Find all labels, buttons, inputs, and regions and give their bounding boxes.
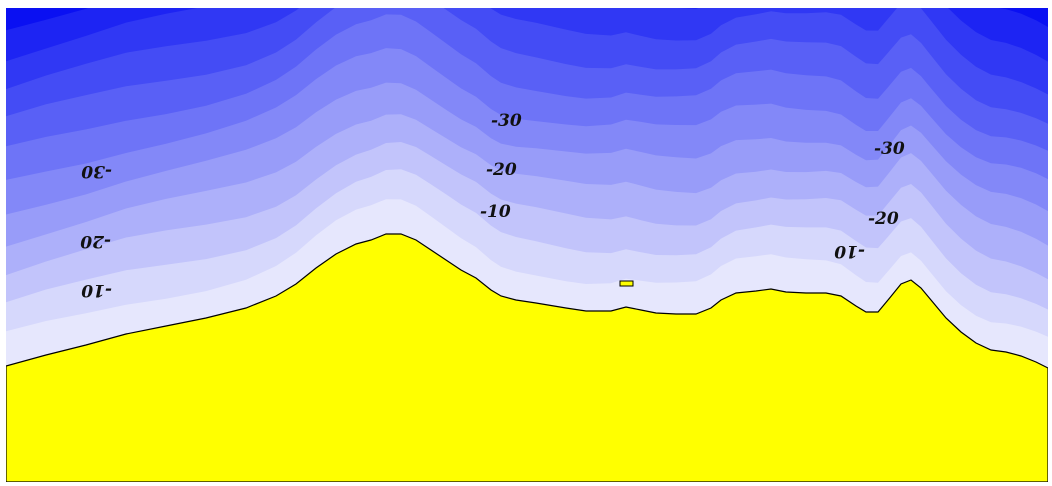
small-islet — [619, 280, 634, 287]
land-mass — [6, 233, 1048, 482]
map-canvas: -30 -20 -10 -30 -20 -10 -30 -20 -10 — [6, 8, 1048, 482]
contour-label-center-10: -10 — [480, 202, 511, 222]
contour-label-left-30: -30 — [81, 161, 112, 181]
contour-label-right-20: -20 — [868, 209, 899, 229]
contour-label-right-10: -10 — [834, 241, 865, 261]
contour-label-left-20: -20 — [80, 231, 111, 251]
contour-label-center-30: -30 — [491, 111, 522, 131]
contour-label-center-20: -20 — [486, 160, 517, 180]
contour-label-left-10: -10 — [81, 280, 112, 300]
contour-label-right-30: -30 — [874, 139, 905, 159]
bathymetry-map: -30 -20 -10 -30 -20 -10 -30 -20 -10 — [6, 8, 1048, 482]
